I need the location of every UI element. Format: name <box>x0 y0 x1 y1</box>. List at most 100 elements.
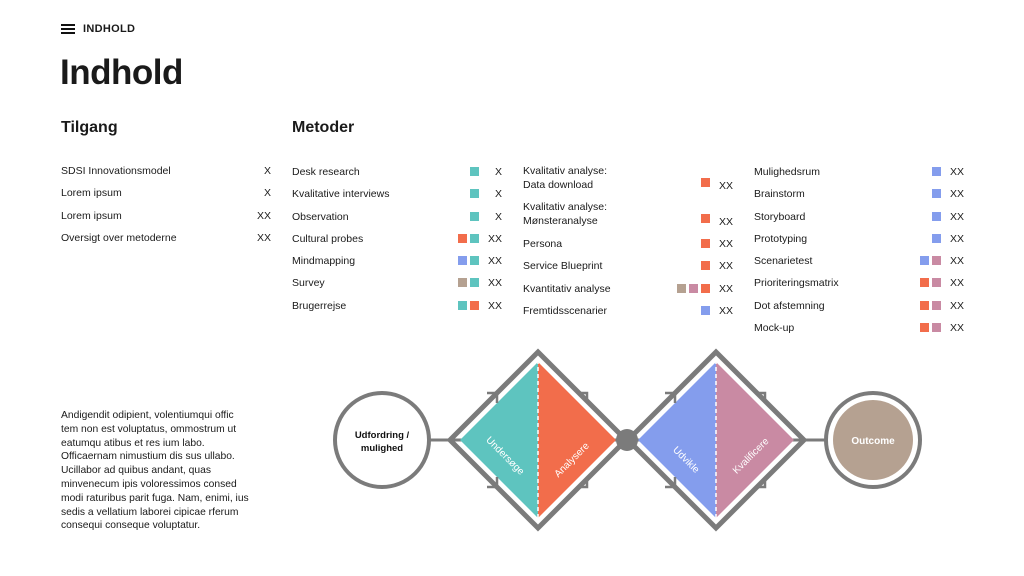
item-value: XX <box>487 255 502 268</box>
item-value: XX <box>949 255 964 268</box>
color-tag-tan <box>677 283 686 293</box>
color-tag-blue <box>701 305 710 315</box>
diamond-2: Udvikle Kvalificere <box>624 348 808 532</box>
list-item: Brainstorm XX <box>754 184 964 206</box>
outcome-label: Outcome <box>851 436 895 447</box>
color-tag-orange <box>920 300 929 310</box>
color-tag-orange <box>701 178 710 187</box>
color-tag-teal <box>458 300 467 310</box>
color-tag-blue <box>932 189 941 199</box>
list-item: Persona XX <box>523 234 733 256</box>
item-value: XX <box>718 238 733 250</box>
item-value: XX <box>487 299 502 312</box>
item-value: XX <box>718 304 733 317</box>
item-value: X <box>263 187 271 200</box>
item-label: Dot afstemning <box>754 299 825 312</box>
item-value: XX <box>487 277 502 290</box>
item-label: Fremtidsscenarier <box>523 304 608 317</box>
color-tag-blue <box>932 211 941 221</box>
start-label-line1: Udfordring / <box>355 430 410 441</box>
item-value: XX <box>256 209 271 222</box>
item-value: XX <box>949 322 964 335</box>
color-tag-pink <box>689 283 698 293</box>
item-value: XX <box>718 180 733 192</box>
start-circle <box>333 391 431 489</box>
color-tag-teal <box>470 256 479 266</box>
phase-udvikle-shape <box>638 362 716 518</box>
color-tag-blue <box>932 233 941 243</box>
color-tag-blue <box>920 256 929 266</box>
item-value: XX <box>949 188 964 201</box>
item-label: Oversigt over metoderne <box>61 231 177 244</box>
list-item: Mindmapping XX <box>292 251 502 273</box>
color-tag-orange <box>470 300 479 310</box>
phase-undersoge-shape <box>460 362 538 518</box>
item-label: Kvalitativ analyse:Mønsteranalyse <box>523 201 608 227</box>
color-tag-teal <box>470 211 479 221</box>
item-label: Brugerrejse <box>292 299 347 312</box>
color-tag-teal <box>470 167 479 176</box>
item-value: X <box>494 188 502 201</box>
color-tag-teal <box>470 233 479 243</box>
item-label: Kvalitative interviews <box>292 188 390 201</box>
color-tag-pink <box>932 256 941 266</box>
item-label: Kvalitativ analyse:Data download <box>523 165 608 191</box>
item-label: Persona <box>523 238 563 250</box>
page-title: Indhold <box>60 53 183 92</box>
phase-kvalificere-shape <box>716 362 794 518</box>
item-label: Lorem ipsum <box>61 187 122 200</box>
section-title-metoder: Metoder <box>292 119 355 136</box>
list-item: Lorem ipsum X <box>61 183 271 205</box>
header: INDHOLD <box>61 23 135 35</box>
item-value: XX <box>949 232 964 245</box>
item-value: XX <box>718 282 733 295</box>
item-label: Mindmapping <box>292 255 356 268</box>
item-value: X <box>263 165 271 177</box>
color-tag-pink <box>932 323 941 333</box>
menu-icon[interactable] <box>61 24 75 34</box>
item-value: XX <box>949 277 964 290</box>
color-tag-pink <box>932 278 941 288</box>
item-value: XX <box>256 231 271 244</box>
list-item: Storyboard XX <box>754 207 964 229</box>
color-tag-blue <box>932 167 941 176</box>
color-tag-orange <box>701 261 710 271</box>
item-label: Mulighedsrum <box>754 166 820 178</box>
item-value: XX <box>949 299 964 312</box>
item-value: XX <box>949 166 964 178</box>
process-diagram: Udfordring / mulighed Undersøge Analyser… <box>333 348 922 532</box>
item-label: Brainstorm <box>754 188 805 201</box>
item-label: Storyboard <box>754 210 806 223</box>
item-value: XX <box>487 232 502 245</box>
section-title-tilgang: Tilgang <box>61 119 118 136</box>
color-tag-teal <box>470 278 479 288</box>
color-tag-orange <box>920 323 929 333</box>
color-tag-orange <box>701 214 710 223</box>
color-tag-orange <box>701 283 710 293</box>
start-label-line2: mulighed <box>361 443 403 454</box>
body-text: Andigendit odipient, volentiumqui offic … <box>61 410 249 532</box>
item-value: XX <box>718 216 733 228</box>
phase-analysere-shape <box>538 362 616 518</box>
item-label: Desk research <box>292 166 360 178</box>
item-value: XX <box>949 210 964 223</box>
color-tag-blue <box>458 256 467 266</box>
color-tag-pink <box>932 300 941 310</box>
